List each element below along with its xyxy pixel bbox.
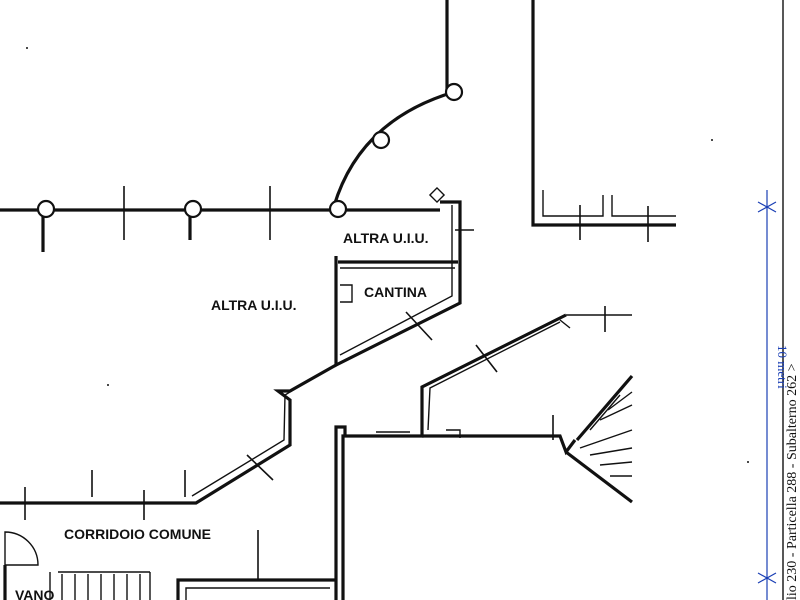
stair-block-walls	[334, 306, 634, 600]
column-node	[36, 199, 56, 219]
room-label-corridoio: CORRIDOIO COMUNE	[64, 526, 211, 542]
scale-label: 10 metri	[775, 345, 790, 389]
pipe-lines	[0, 0, 464, 252]
scale-bar: 10 metri	[757, 190, 790, 600]
corridor-walls	[0, 363, 337, 520]
room-label-vano: VANO	[15, 587, 55, 600]
room-label-altra-uiu: ALTRA U.I.U.	[211, 297, 297, 313]
room-label-cantina: CANTINA	[364, 284, 427, 300]
cadastral-reference: lio 230 - Particella 288 - Subalterno 26…	[785, 363, 800, 600]
column-node	[444, 82, 464, 102]
room-label-altra-uiu: ALTRA U.I.U.	[343, 230, 429, 246]
column-node	[183, 199, 203, 219]
column-node	[371, 130, 391, 150]
top-right-room-walls	[531, 0, 676, 242]
cantina-walls	[334, 200, 474, 368]
bottom-walls	[3, 530, 336, 600]
column-node	[328, 199, 348, 219]
